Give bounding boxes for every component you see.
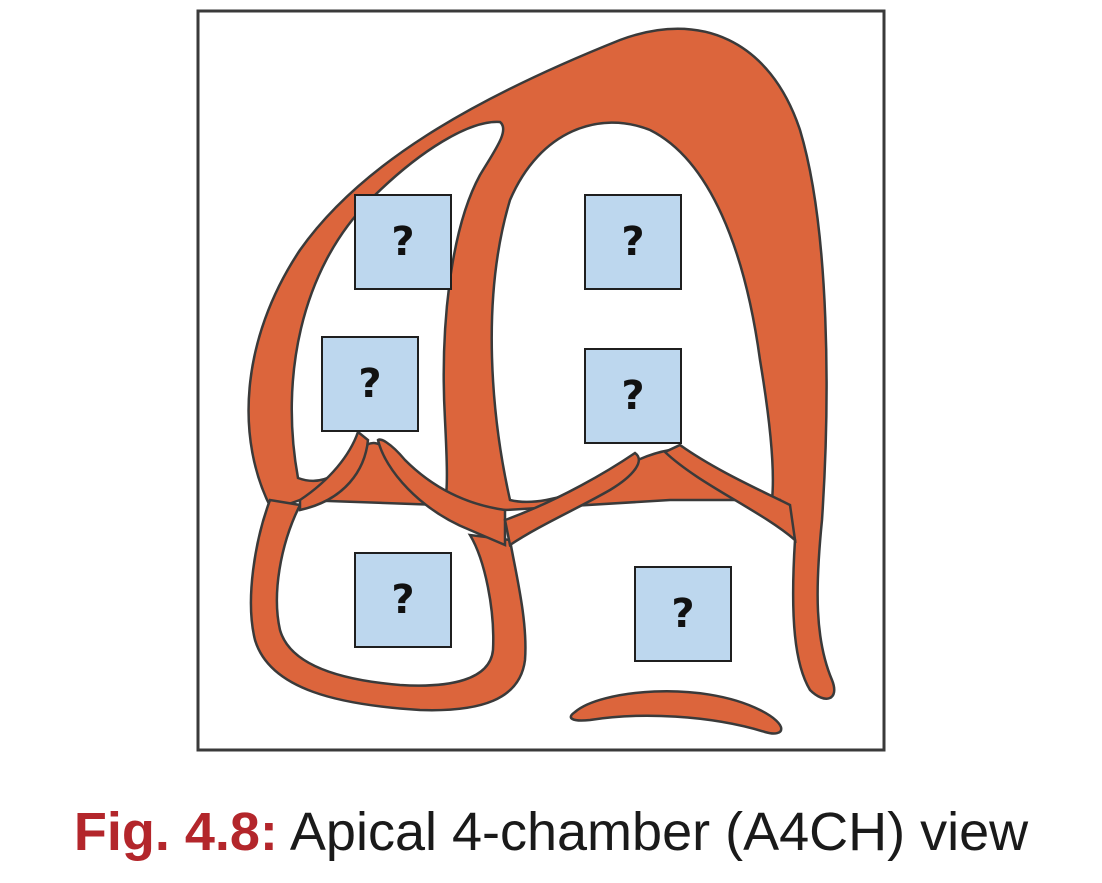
mitral-leaflet [503, 451, 641, 548]
lower-crescent [569, 690, 783, 735]
a4ch-diagram: ? ? ? ? ? ? [196, 9, 886, 752]
label-box-upper-left[interactable]: ? [354, 194, 452, 290]
label-box-lower-left[interactable]: ? [354, 552, 452, 648]
label-box-upper-right[interactable]: ? [584, 194, 682, 290]
figure-caption: Fig. 4.8: Apical 4-chamber (A4CH) view [0, 795, 1102, 869]
tricuspid-leaflet [662, 443, 797, 544]
label-box-lower-right[interactable]: ? [634, 566, 732, 662]
heart-illustration [196, 9, 886, 752]
label-box-middle-right[interactable]: ? [584, 348, 682, 444]
interatrial-branch-right [376, 438, 507, 547]
figure-number: Fig. 4.8: [73, 802, 278, 862]
interatrial-branch-left [298, 429, 370, 512]
figure-title: Apical 4-chamber (A4CH) view [277, 802, 1029, 862]
label-box-middle-left[interactable]: ? [321, 336, 419, 432]
